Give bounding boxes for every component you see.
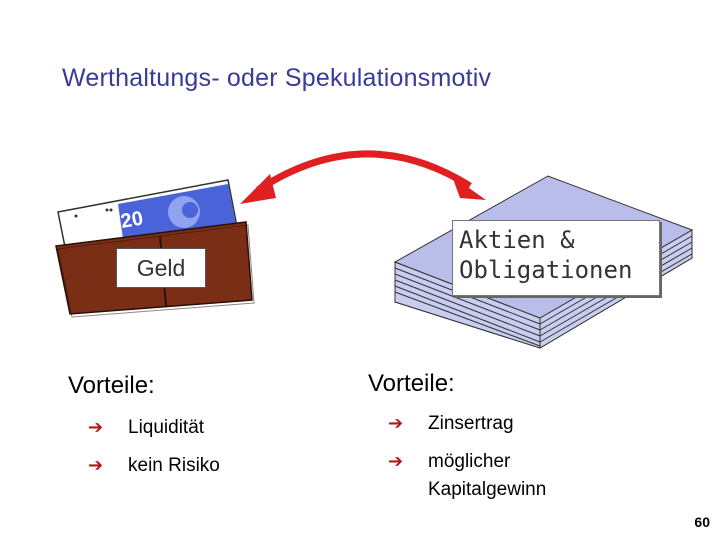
left-advantages-heading: Vorteile: bbox=[68, 372, 155, 399]
securities-label-line-1: Aktien & bbox=[459, 226, 575, 254]
right-bullet-2-line-2: Kapitalgewinn bbox=[428, 479, 547, 500]
page-number: 60 bbox=[694, 514, 710, 530]
bullet-arrow-icon: ➔ bbox=[388, 413, 404, 434]
right-bullet-1-text: Zinsertrag bbox=[428, 413, 514, 434]
double-arrow-icon bbox=[240, 150, 486, 204]
bullet-arrow-icon: ➔ bbox=[388, 451, 404, 472]
bullet-arrow-icon: ➔ bbox=[88, 455, 104, 476]
money-label: Geld bbox=[116, 248, 206, 288]
securities-label: Aktien & Obligationen bbox=[452, 220, 660, 296]
left-bullet-1-text: Liquidität bbox=[128, 417, 205, 438]
right-advantages-heading: Vorteile: bbox=[368, 370, 455, 397]
left-bullet-2-text: kein Risiko bbox=[128, 455, 220, 476]
bullet-arrow-icon: ➔ bbox=[88, 417, 104, 438]
banknote-denomination: 20 bbox=[119, 207, 145, 233]
securities-label-line-2: Obligationen bbox=[459, 256, 633, 284]
slide-title: Werthaltungs- oder Spekulationsmotiv bbox=[62, 64, 492, 92]
right-bullet-2-line-1: möglicher bbox=[428, 451, 511, 472]
